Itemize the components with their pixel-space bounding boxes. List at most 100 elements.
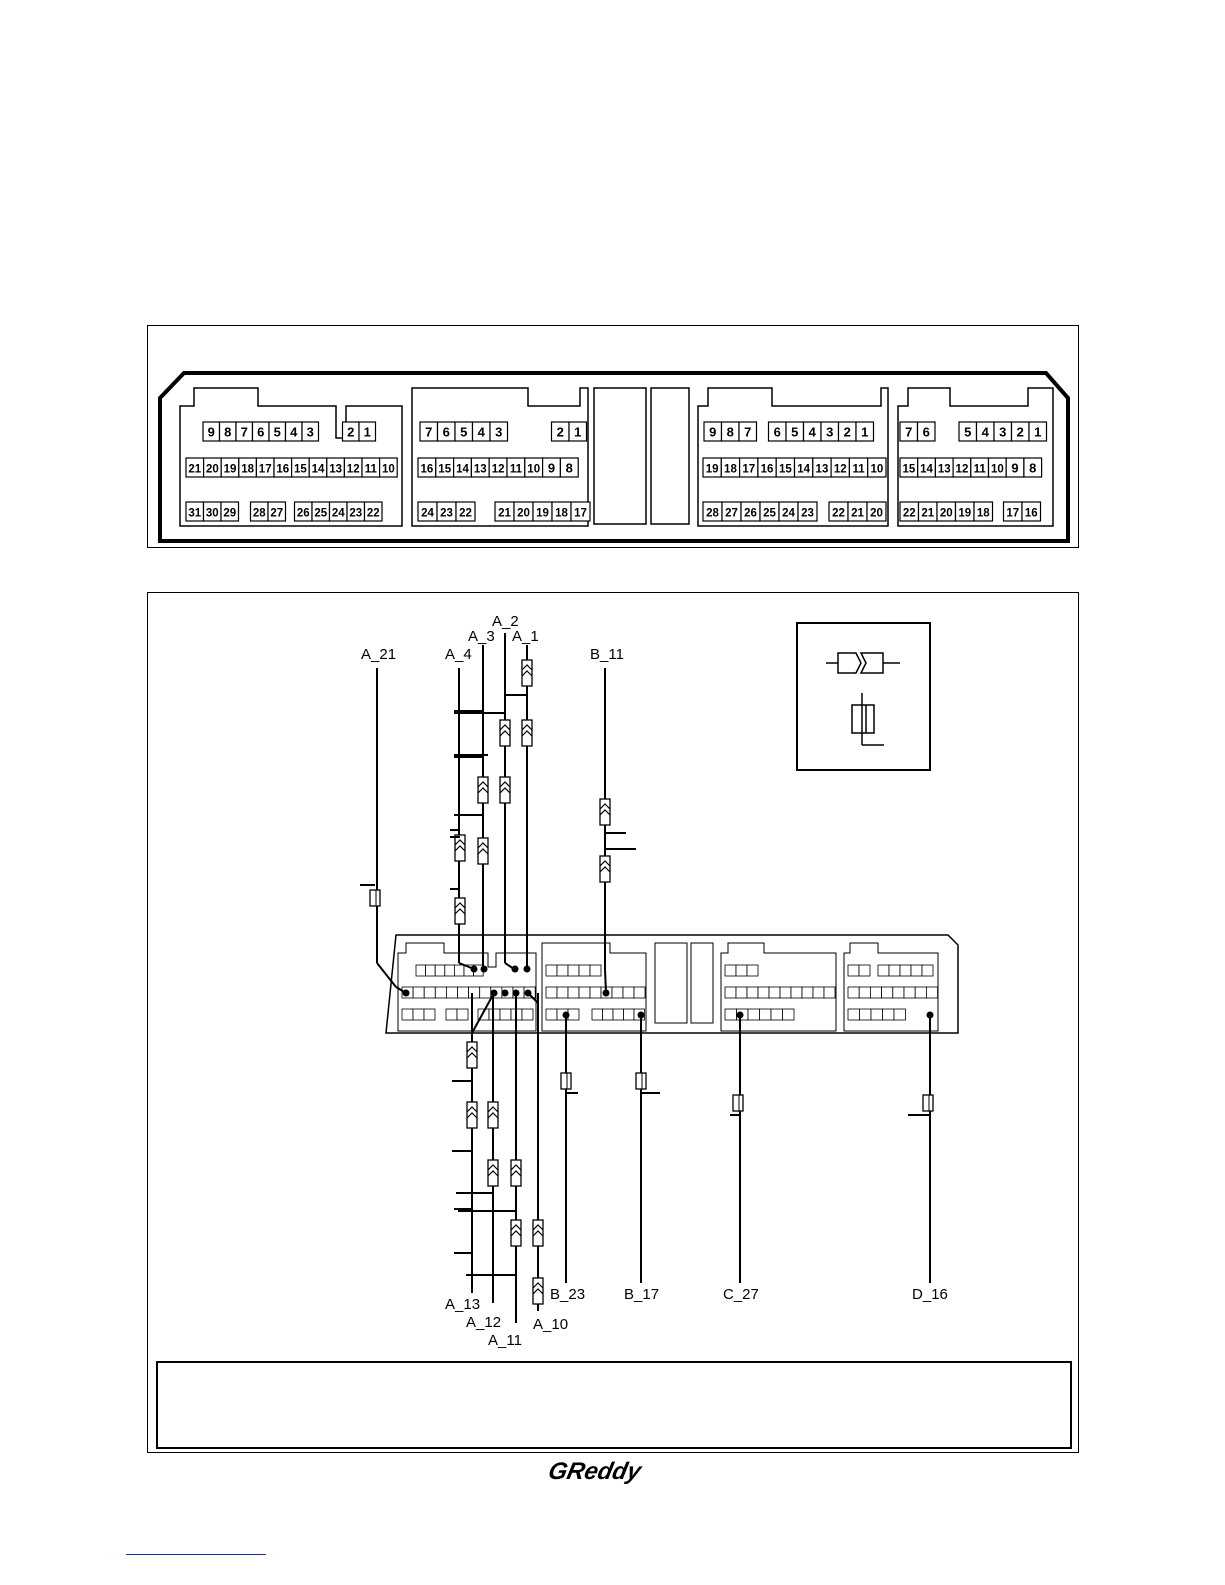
pin-dot-a-3 [480, 965, 488, 973]
connector-b-pin-1: 1 [568, 421, 588, 442]
connector-a-pin-10: 10 [379, 457, 398, 478]
connector-a-pin-16: 16 [273, 457, 293, 478]
pin-dot-a-4 [470, 965, 478, 973]
svg-text:16: 16 [421, 464, 434, 476]
svg-text:26: 26 [744, 508, 757, 520]
pin-dot-c-27 [736, 1011, 744, 1019]
svg-text:21: 21 [921, 508, 934, 520]
pin-dot-a-1 [523, 965, 531, 973]
connector-d-pin-12: 12 [952, 457, 972, 478]
svg-text:12: 12 [834, 464, 847, 476]
ecu-housing-small [385, 934, 959, 1034]
connector-b-pin-15: 15 [435, 457, 455, 478]
label-a-13: A_13 [445, 1296, 480, 1313]
svg-text:1: 1 [574, 425, 581, 440]
svg-text:2: 2 [844, 425, 851, 440]
svg-text:14: 14 [920, 464, 933, 476]
connector-c-pin-11: 11 [848, 457, 869, 478]
connector-b-pin-24: 24 [417, 501, 438, 522]
svg-text:17: 17 [742, 464, 755, 476]
svg-text:20: 20 [940, 508, 953, 520]
connector-d-pin-22: 22 [899, 501, 920, 522]
svg-text:16: 16 [1025, 508, 1038, 520]
svg-text:7: 7 [744, 425, 751, 440]
connector-a-1 [521, 659, 533, 687]
connector-d-pin-14: 14 [917, 457, 937, 478]
connector-b-pin-20: 20 [513, 501, 534, 522]
svg-text:13: 13 [938, 464, 951, 476]
connector-d-pin-3: 3 [993, 421, 1013, 442]
connector-c-pin-4: 4 [802, 421, 822, 442]
label-a-4: A_4 [445, 646, 472, 663]
connector-d-pin-5: 5 [958, 421, 978, 442]
connector-c-pin-6: 6 [767, 421, 787, 442]
connector-a-pin-19: 19 [220, 457, 240, 478]
connector-a-pin-17: 17 [255, 457, 275, 478]
svg-text:6: 6 [774, 425, 781, 440]
svg-text:6: 6 [923, 425, 930, 440]
connector-b-pin-10: 10 [524, 457, 544, 478]
pin-dot-a-12 [501, 989, 509, 997]
label-a-11: A_11 [488, 1332, 522, 1349]
ecu-housing-outline [158, 371, 1070, 543]
connector-d-pin-15: 15 [899, 457, 919, 478]
svg-text:18: 18 [241, 464, 254, 476]
connector-c-pin-1: 1 [855, 421, 875, 442]
connector-b-pin-4: 4 [471, 421, 491, 442]
svg-text:6: 6 [443, 425, 450, 440]
svg-text:10: 10 [870, 464, 883, 476]
svg-text:7: 7 [905, 425, 912, 440]
connector-d-pin-8: 8 [1023, 457, 1043, 478]
svg-text:16: 16 [761, 464, 774, 476]
svg-text:29: 29 [223, 508, 236, 520]
connector-d-pin-21: 21 [917, 501, 938, 522]
connector-c-pin-23: 23 [797, 501, 818, 522]
label-b-17: B_17 [624, 1286, 659, 1303]
label-a-1: A_1 [512, 628, 539, 645]
connector-a-pin-1: 1 [358, 421, 377, 442]
svg-text:8: 8 [566, 461, 573, 476]
svg-text:12: 12 [956, 464, 969, 476]
svg-text:4: 4 [478, 425, 486, 440]
connector-d-pin-10: 10 [987, 457, 1007, 478]
connector-d-pin-4: 4 [975, 421, 995, 442]
connector-a-pin-28: 28 [249, 501, 269, 522]
connector-b-pin-14: 14 [453, 457, 473, 478]
svg-text:21: 21 [188, 464, 201, 476]
connector-c-pin-24: 24 [778, 501, 799, 522]
connector-a-pin-6: 6 [251, 421, 270, 442]
connector-a-pin-13: 13 [326, 457, 346, 478]
svg-text:19: 19 [224, 464, 237, 476]
terminal-d-16 [922, 1094, 934, 1112]
svg-text:16: 16 [276, 464, 289, 476]
connector-c-pin-18: 18 [720, 457, 741, 478]
connector-a-pin-29: 29 [220, 501, 240, 522]
svg-text:17: 17 [1006, 508, 1019, 520]
wiring-diagram-panel: A_2 A_3 A_1 A_21 A_4 B_11 B_23 B_17 C_27… [147, 592, 1079, 1453]
label-a-2: A_2 [492, 613, 519, 630]
legend-connector-symbol [826, 652, 900, 674]
svg-text:14: 14 [312, 464, 325, 476]
svg-text:19: 19 [958, 508, 971, 520]
label-a-10: A_10 [533, 1316, 568, 1333]
svg-text:23: 23 [440, 508, 453, 520]
connector-d-pin-2: 2 [1010, 421, 1030, 442]
connector-a-pin-5: 5 [268, 421, 287, 442]
svg-text:15: 15 [779, 464, 792, 476]
svg-text:15: 15 [294, 464, 307, 476]
footer-link-underline[interactable] [126, 1554, 266, 1555]
svg-text:22: 22 [832, 508, 845, 520]
svg-text:3: 3 [826, 425, 833, 440]
svg-text:8: 8 [1029, 461, 1036, 476]
svg-text:18: 18 [977, 508, 990, 520]
connector-c-pin-3: 3 [820, 421, 840, 442]
connector-d-pin-1: 1 [1028, 421, 1048, 442]
wiring-diagram: A_2 A_3 A_1 A_21 A_4 B_11 B_23 B_17 C_27… [360, 613, 959, 1349]
connector-a-pin-8: 8 [218, 421, 237, 442]
connector-a-shell [179, 387, 403, 527]
connector-a-10b [532, 1277, 544, 1305]
connector-a-pin-18: 18 [238, 457, 258, 478]
pin-dot-a-21 [402, 989, 410, 997]
svg-text:9: 9 [1011, 461, 1018, 476]
